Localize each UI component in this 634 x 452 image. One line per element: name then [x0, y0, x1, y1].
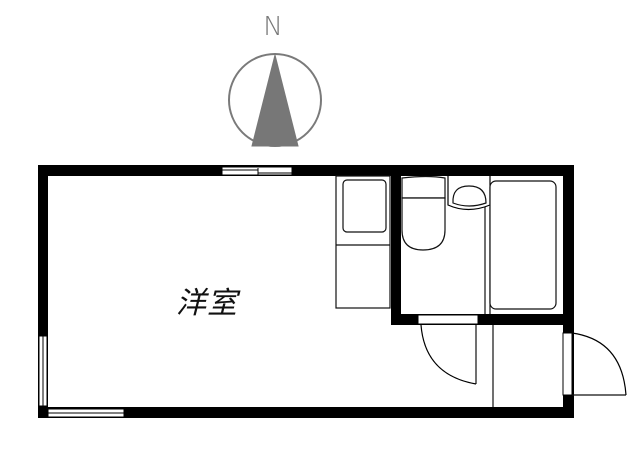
- compass-icon: [228, 53, 322, 147]
- compass-north-label: N: [263, 12, 283, 42]
- bath-door: [417, 314, 479, 385]
- window-bottom: [47, 408, 125, 418]
- window-left: [38, 335, 48, 407]
- bathtub-icon: [484, 180, 557, 314]
- entrance-door: [562, 332, 627, 396]
- window-top: [221, 166, 293, 176]
- room-label-western-room: 洋室: [176, 286, 238, 321]
- wash-basin-icon: [447, 176, 491, 211]
- kitchen-counter: [335, 175, 391, 309]
- toilet-icon: [401, 175, 446, 251]
